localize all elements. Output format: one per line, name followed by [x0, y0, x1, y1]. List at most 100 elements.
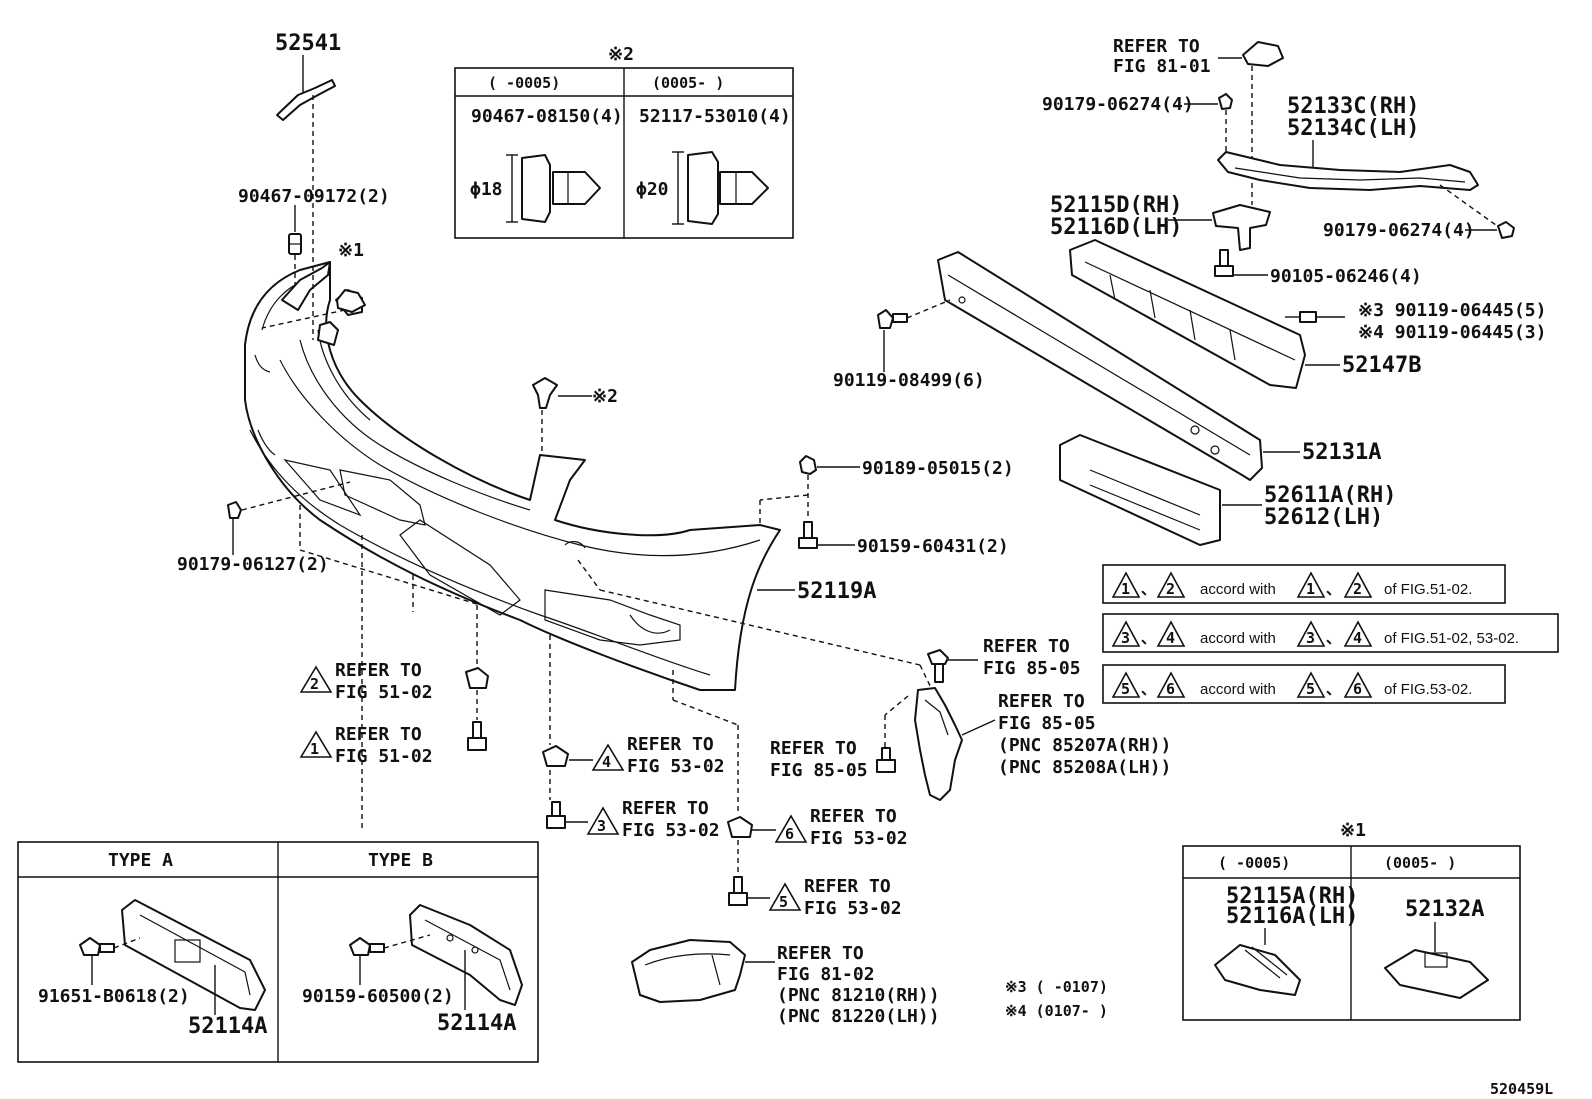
svg-text:2: 2: [310, 675, 319, 693]
nut-90179-06274-a-icon: [1218, 93, 1233, 110]
clip-table-col2-part: 52117-53010(4): [639, 106, 791, 127]
label-refer-85-05-top-l1: REFER TO: [983, 636, 1070, 657]
svg-text:FIG 51-02: FIG 51-02: [335, 682, 433, 703]
clip-52115A-icon: [1214, 944, 1301, 996]
label-90179-06127: 90179-06127(2): [177, 554, 329, 575]
mark1-table-title: ※1: [1340, 820, 1366, 841]
clip-table-col1-dia: ϕ18: [470, 179, 503, 200]
svg-text:of FIG.51-02.: of FIG.51-02.: [1384, 581, 1472, 598]
svg-text:、: 、: [1326, 680, 1341, 698]
svg-text:FIG 53-02: FIG 53-02: [627, 756, 725, 777]
svg-text:、: 、: [1326, 629, 1341, 647]
label-52115D: 52115D(RH): [1050, 193, 1182, 218]
absorber-52147B-icon: [1069, 239, 1306, 389]
note-mark4: ※4 (0107- ): [1005, 1002, 1108, 1020]
label-90119-08499: 90119-08499(6): [833, 370, 985, 391]
label-refer-85-05-top-l2: FIG 85-05: [983, 658, 1081, 679]
svg-text:REFER TO: REFER TO: [804, 876, 891, 897]
nut-90179-06274-b-icon: [1497, 221, 1515, 239]
plate-type-a-icon: [121, 899, 266, 1011]
label-type-b-52114A: 52114A: [437, 1011, 516, 1036]
label-refer-85-05-pnc-l4: (PNC 85208A(LH)): [998, 757, 1171, 778]
label-refer-81-01-l1: REFER TO: [1113, 36, 1200, 57]
label-refer-81-02-l3: (PNC 81210(RH)): [777, 985, 940, 1006]
svg-text:5: 5: [1121, 680, 1130, 698]
svg-text:1: 1: [1121, 580, 1130, 598]
svg-text:2: 2: [1166, 580, 1175, 598]
type-table: TYPE A TYPE B 91651-B0618(2) 52114A 90: [17, 841, 539, 1063]
legend-row-1: 1 、 2 accord with 1 、 2 of FIG.51-02.: [1102, 564, 1506, 604]
clip-table-title: ※2: [608, 44, 634, 65]
label-90119-06445-3: ※4 90119-06445(3): [1358, 322, 1546, 343]
bolt-85-05-top-icon: [927, 649, 949, 683]
bracket-81-01-icon: [1242, 41, 1284, 67]
label-90189-05015: 90189-05015(2): [862, 458, 1014, 479]
svg-text:of FIG.51-02, 53-02.: of FIG.51-02, 53-02.: [1384, 630, 1519, 647]
footer-code: 520459L: [1490, 1080, 1553, 1098]
clip-90467-08150-icon: [506, 154, 601, 223]
label-91651-B0618: 91651-B0618(2): [38, 986, 190, 1007]
svg-text:accord with: accord with: [1200, 681, 1276, 698]
bolt-90189-05015-icon: [799, 455, 817, 475]
bolt-refer-5-icon: [728, 876, 748, 906]
label-52612: 52612(LH): [1264, 505, 1383, 530]
label-52541: 52541: [275, 31, 341, 56]
svg-text:FIG 51-02: FIG 51-02: [335, 746, 433, 767]
refer-tri-1: 1 REFER TO FIG 51-02: [299, 724, 433, 767]
label-90119-06445-5: ※3 90119-06445(5): [1358, 300, 1546, 321]
bolt-91651-icon: [79, 937, 115, 956]
label-52611A: 52611A(RH): [1264, 483, 1396, 508]
type-b-header: TYPE B: [368, 850, 433, 871]
label-52119A: 52119A: [797, 579, 876, 604]
svg-text:REFER TO: REFER TO: [627, 734, 714, 755]
mark1-col1-part-a: 52115A(RH): [1226, 884, 1358, 909]
svg-text:of FIG.53-02.: of FIG.53-02.: [1384, 681, 1472, 698]
label-90179-06274-b: 90179-06274(4): [1323, 220, 1475, 241]
nut-refer-2-icon: [465, 667, 489, 689]
label-refer-81-02-l2: FIG 81-02: [777, 964, 875, 985]
svg-text:5: 5: [779, 893, 788, 911]
label-90159-60500: 90159-60500(2): [302, 986, 454, 1007]
svg-text:、: 、: [1141, 580, 1156, 598]
svg-text:4: 4: [602, 753, 611, 771]
svg-text:REFER TO: REFER TO: [335, 724, 422, 745]
svg-text:REFER TO: REFER TO: [810, 806, 897, 827]
refer-tri-3: 3 REFER TO FIG 53-02: [586, 798, 720, 841]
svg-text:5: 5: [1306, 680, 1315, 698]
bolt-85-05-left-icon: [876, 747, 896, 773]
svg-text:、: 、: [1326, 580, 1341, 598]
svg-text:1: 1: [310, 740, 319, 758]
mark1-col1-part-b: 52116A(LH): [1226, 904, 1358, 929]
clip-mark1-icon: [336, 289, 366, 313]
fog-lamp-cover-icon: [631, 939, 746, 1003]
clip-52117-53010-icon: [672, 151, 769, 225]
svg-text:3: 3: [1306, 629, 1315, 647]
clip-table-col1-head: ( -0005): [488, 74, 560, 92]
legend-row-2: 3 、 4 accord with 3 、 4 of FIG.51-02, 53…: [1102, 613, 1559, 653]
clip-table-col1-part: 90467-08150(4): [471, 106, 623, 127]
bolt-refer-1-icon: [467, 721, 487, 751]
svg-text:6: 6: [785, 825, 794, 843]
label-refer-85-05-left-l2: FIG 85-05: [770, 760, 868, 781]
bracket-52115D-icon: [1212, 204, 1271, 251]
note-mark3: ※3 ( -0107): [1005, 978, 1108, 996]
bolt-90159-60500-icon: [349, 937, 385, 956]
label-90105-06246: 90105-06246(4): [1270, 266, 1422, 287]
svg-text:、: 、: [1141, 680, 1156, 698]
svg-text:REFER TO: REFER TO: [335, 660, 422, 681]
label-52134C: 52134C(LH): [1287, 116, 1419, 141]
label-refer-85-05-pnc-l3: (PNC 85207A(RH)): [998, 735, 1171, 756]
svg-text:2: 2: [1353, 580, 1362, 598]
clip-52132A-icon: [1384, 949, 1489, 999]
bracket-85207A-icon: [914, 687, 963, 801]
label-52147B: 52147B: [1342, 353, 1421, 378]
svg-text:FIG 53-02: FIG 53-02: [810, 828, 908, 849]
svg-text:4: 4: [1166, 629, 1175, 647]
label-mark1: ※1: [338, 240, 364, 261]
mark1-col2-part: 52132A: [1405, 897, 1484, 922]
label-refer-81-01-l2: FIG 81-01: [1113, 56, 1211, 77]
legend-row-3: 5 、 6 accord with 5 、 6 of FIG.53-02.: [1102, 664, 1506, 704]
type-a-header: TYPE A: [108, 850, 173, 871]
label-refer-81-02-l4: (PNC 81220(LH)): [777, 1006, 940, 1027]
label-52131A: 52131A: [1302, 440, 1381, 465]
